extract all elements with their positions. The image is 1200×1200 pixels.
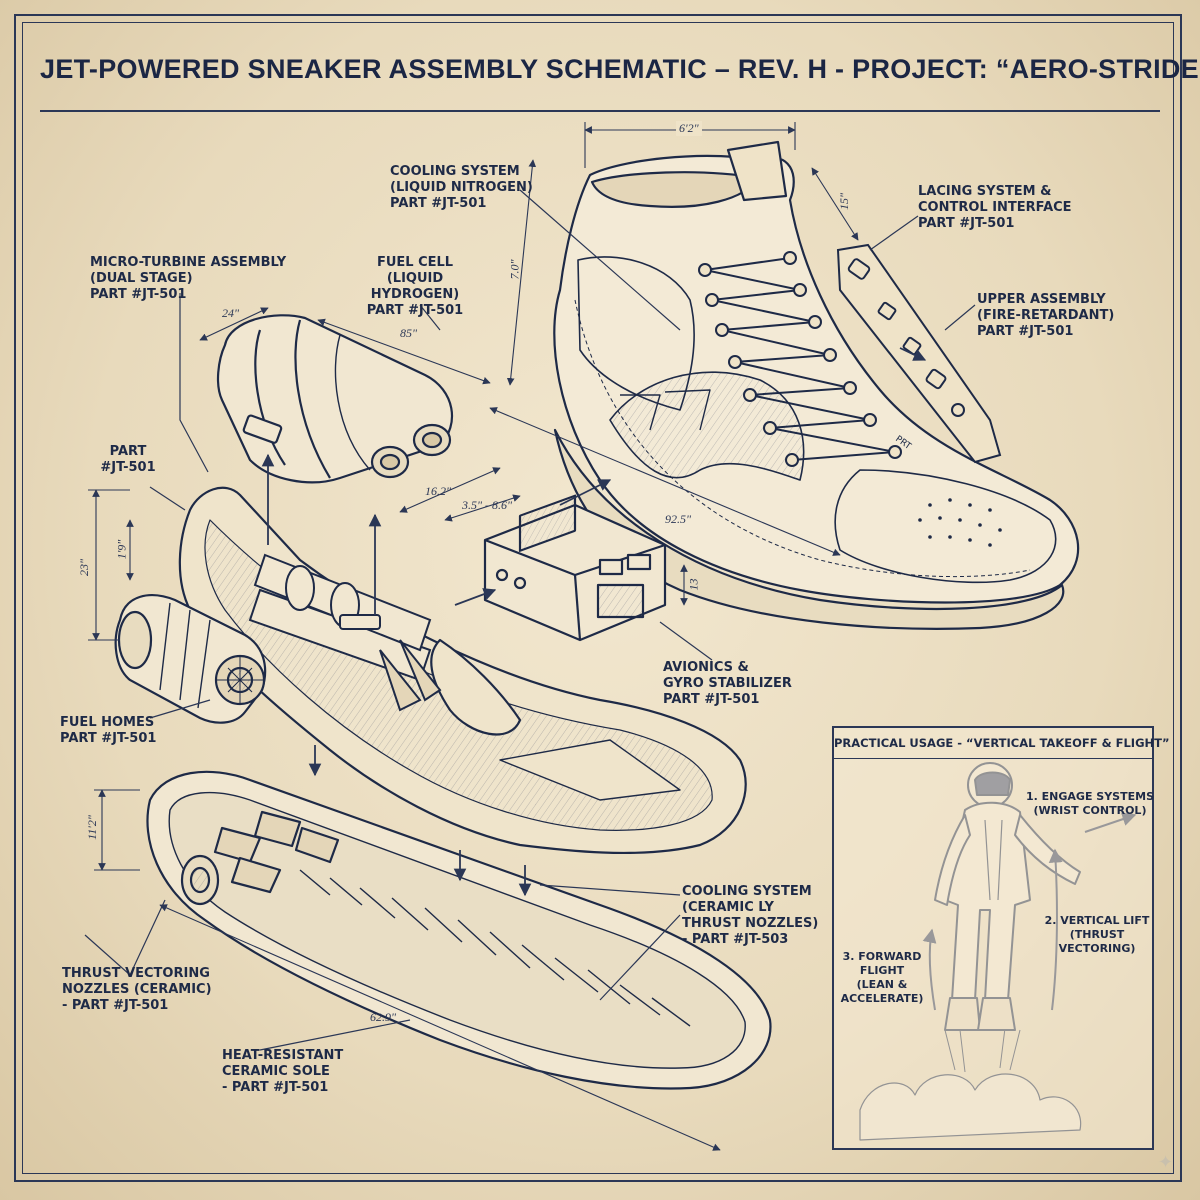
label-cooling-ceramic: COOLING SYSTEM (CERAMIC LY THRUST NOZZLE… <box>682 884 819 947</box>
label-micro-turbine: MICRO-TURBINE ASSEMBLY (DUAL STAGE) PART… <box>90 255 287 302</box>
label-avionics: AVIONICS & GYRO STABILIZER PART #JT-501 <box>663 660 792 707</box>
dim-chassis-height: 23" <box>77 558 92 577</box>
micro-turbine-cylinders <box>248 553 442 712</box>
label-ceramic-sole: HEAT-RESISTANT CERAMIC SOLE - PART #JT-5… <box>222 1048 344 1095</box>
toe-perforations <box>918 498 1002 547</box>
step-forward-flight: 3. FORWARD FLIGHT (LEAN & ACCELERATE) <box>840 950 924 1005</box>
outer-border <box>14 14 1182 1182</box>
dim-cell-length: 85" <box>400 326 418 340</box>
practical-usage-title: PRACTICAL USAGE - “VERTICAL TAKEOFF & FL… <box>834 736 1170 750</box>
dim-sole-length: 62.9" <box>370 1010 397 1024</box>
dim-avionics-width: 3.5" - 8.6" <box>462 498 513 512</box>
step-engage-systems: 1. ENGAGE SYSTEMS (WRIST CONTROL) <box>1026 790 1154 817</box>
title-block: JET-POWERED SNEAKER ASSEMBLY SCHEMATIC –… <box>40 40 1200 112</box>
sparkle-icon: ✦ <box>1158 1152 1174 1172</box>
label-lacing-system: LACING SYSTEM & CONTROL INTERFACE PART #… <box>918 184 1072 231</box>
dim-sole-height: 11'2" <box>84 815 99 840</box>
dim-overall-length: 92.5" <box>665 512 692 526</box>
label-fuel-homes: FUEL HOMES PART #JT-501 <box>60 715 157 746</box>
assembly-arrows <box>261 347 927 897</box>
practical-usage-panel: PRACTICAL USAGE - “VERTICAL TAKEOFF & FL… <box>832 726 1170 1150</box>
label-thrust-vectoring: THRUST VECTORING NOZZLES (CERAMIC) - PAR… <box>62 966 212 1013</box>
rear-jet-engine <box>114 594 267 724</box>
inset-divider <box>834 758 1152 759</box>
sneaker-laces <box>698 251 902 467</box>
inner-border <box>22 22 1174 1174</box>
dim-top-width: 6'2" <box>676 121 702 136</box>
dim-cell-diameter: 24" <box>222 306 240 320</box>
label-cooling-nitrogen: COOLING SYSTEM (LIQUID NITROGEN) PART #J… <box>390 164 533 211</box>
dim-collar-height: 15" <box>837 192 852 211</box>
dimension-lines <box>88 122 859 1151</box>
step-vertical-lift: 2. VERTICAL LIFT (THRUST VECTORING) <box>1044 914 1150 955</box>
dim-shoe-height: 7.0" <box>507 259 522 280</box>
label-upper-assembly: UPPER ASSEMBLY (FIRE-RETARDANT) PART #JT… <box>977 292 1115 339</box>
schematic-title: JET-POWERED SNEAKER ASSEMBLY SCHEMATIC –… <box>40 54 1200 84</box>
label-fuel-cell: FUEL CELL (LIQUID HYDROGEN) PART #JT-501 <box>366 255 464 318</box>
fuel-cell-canister <box>216 314 454 484</box>
dim-chassis-inner: 1'9" <box>114 539 129 560</box>
dim-avionics-height: 13 <box>686 578 701 591</box>
label-part: PART #JT-501 <box>100 444 156 475</box>
dim-cell-depth: 16.2" <box>425 484 452 498</box>
